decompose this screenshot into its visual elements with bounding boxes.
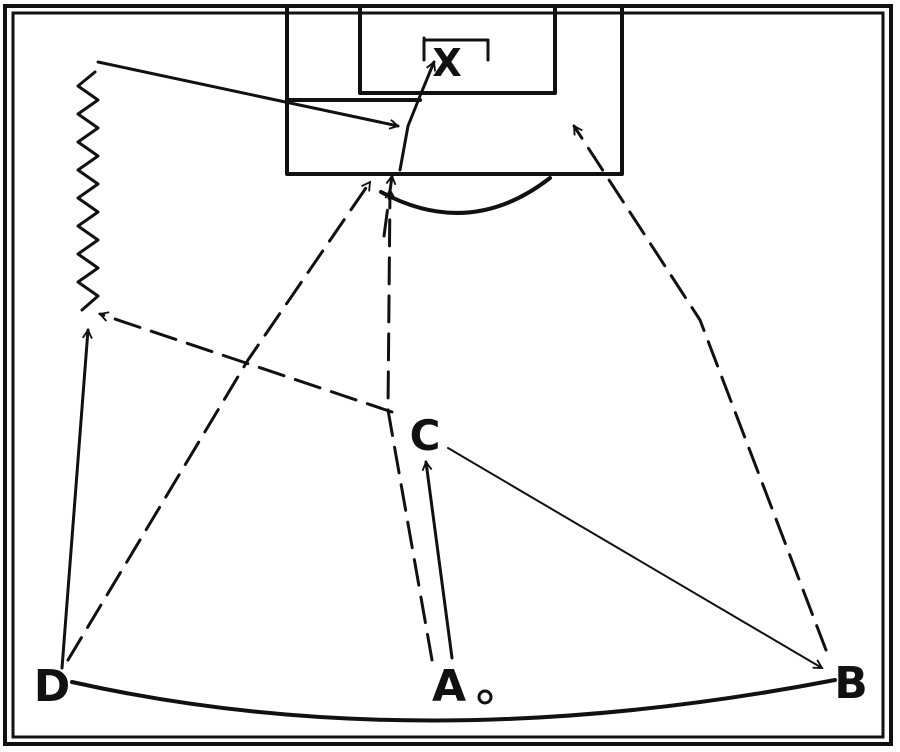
- bottom-curve: [70, 678, 837, 723]
- run-arrow-d: [60, 330, 88, 670]
- pass-arrow-c-b: [447, 447, 822, 669]
- player-label-c: C: [410, 411, 441, 460]
- player-label-d: D: [34, 661, 71, 712]
- run-arrow-top: [96, 60, 398, 126]
- goal-frame: [422, 36, 490, 62]
- player-label-a: A: [432, 661, 466, 712]
- run-arrow-a: [426, 462, 454, 660]
- dashed-passes: [66, 126, 828, 662]
- player-label-b: B: [834, 658, 868, 709]
- field-outline: [3, 4, 893, 746]
- pass-a-center: [388, 190, 434, 662]
- dribble-path-d: [76, 70, 100, 312]
- pass-arrows: [60, 60, 822, 670]
- penalty-area: [285, 6, 624, 215]
- pass-d-center: [66, 182, 372, 662]
- pass-center-up: [382, 176, 392, 238]
- shot-arrow-x: [398, 62, 434, 172]
- ball-icon: [477, 689, 493, 705]
- target-label: X: [432, 41, 461, 85]
- pass-b-box: [572, 126, 828, 652]
- player-labels: X C A D B: [34, 41, 868, 712]
